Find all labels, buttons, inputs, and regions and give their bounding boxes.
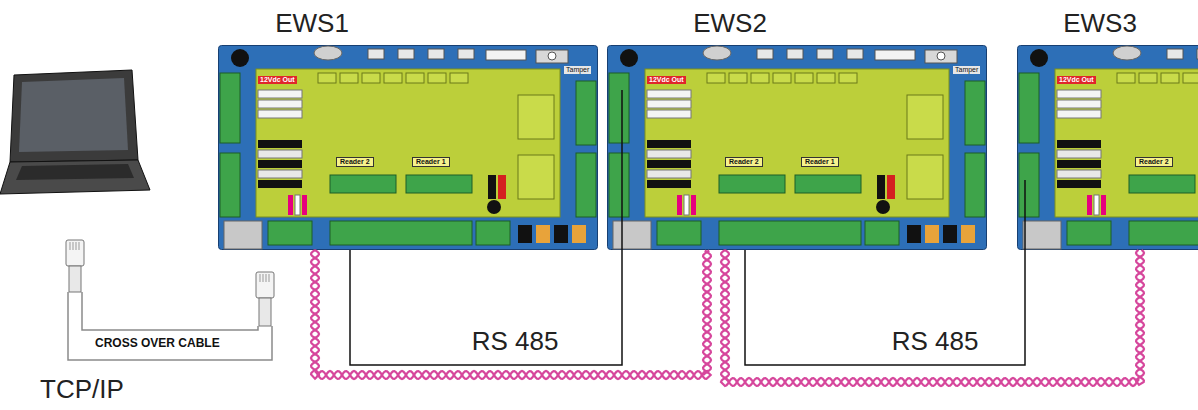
rj45-plug <box>66 240 84 292</box>
plug-boot <box>69 266 81 292</box>
laptop-base <box>0 160 150 194</box>
bus-label: RS 485 <box>888 327 983 357</box>
plug-contacts <box>70 242 79 250</box>
controller-board-graphic <box>1018 46 1198 250</box>
controller-board-graphic <box>219 46 598 250</box>
board-marking: 12Vdc Out <box>1057 76 1096 84</box>
board-marking: Reader 2 <box>336 157 374 167</box>
controller-board: EWS3 <box>1017 45 1198 250</box>
cable-route <box>315 250 707 375</box>
bus-label: RS 485 <box>468 327 563 357</box>
board-title: EWS2 <box>693 9 767 39</box>
cable-strand <box>311 250 711 379</box>
rs485-cable <box>311 250 711 379</box>
crossover-cable <box>68 292 272 360</box>
board-marking: Tamper <box>953 66 980 74</box>
laptop-screen <box>19 78 128 152</box>
plug-boot <box>259 298 271 326</box>
rj45-plug <box>256 272 274 326</box>
board-marking: Reader 2 <box>725 157 763 167</box>
cable-strand <box>311 250 711 379</box>
rs485-cable <box>721 250 1144 386</box>
board-title: EWS3 <box>1063 9 1137 39</box>
ground-wire <box>350 90 622 365</box>
plug-contacts <box>260 274 269 282</box>
cable-strand <box>721 250 1144 386</box>
board-title: EWS1 <box>275 9 349 39</box>
crossover-cable <box>82 292 258 330</box>
plug-body <box>256 272 274 298</box>
cable-route <box>725 250 1140 382</box>
board-marking: 12Vdc Out <box>258 76 297 84</box>
board-marking: 12Vdc Out <box>647 76 686 84</box>
cable-strand <box>721 250 1144 386</box>
laptop-lid <box>10 70 138 162</box>
board-marking: Reader 1 <box>412 157 450 167</box>
cable-label: TCP/IP <box>40 374 124 405</box>
laptop <box>0 70 150 194</box>
board-marking: Reader 1 <box>801 157 839 167</box>
cable-label: CROSS OVER CABLE <box>95 336 220 350</box>
laptop-keyboard <box>16 164 134 180</box>
controller-board-graphic <box>608 46 987 250</box>
plug-body <box>66 240 84 266</box>
board-marking: Tamper <box>564 66 591 74</box>
board-marking: Reader 2 <box>1135 157 1173 167</box>
ground-wire <box>745 180 1025 365</box>
